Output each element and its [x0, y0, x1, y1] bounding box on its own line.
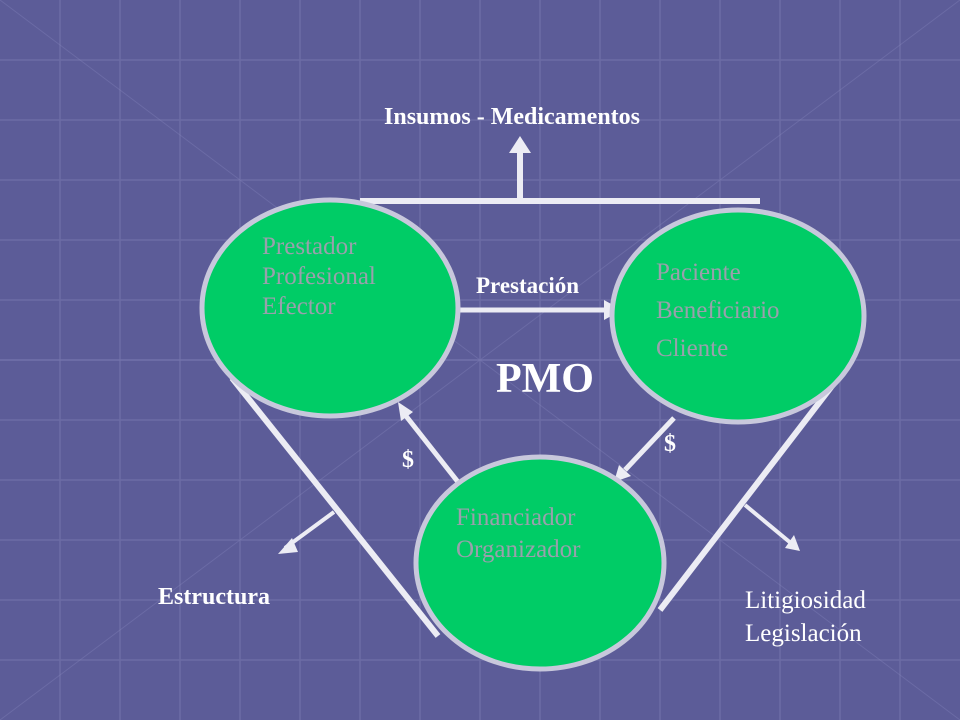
arrow-money-right [623, 416, 676, 472]
label-prestacion: Prestación [476, 273, 580, 298]
label-money-right: $ [664, 431, 676, 457]
text-prestador-line2: Profesional [262, 263, 376, 290]
left-outer-line [229, 376, 441, 638]
arrow-estructura-head [278, 538, 298, 554]
node-financiador [413, 454, 667, 672]
text-paciente-line1: Paciente [656, 259, 741, 286]
text-financiador-line2: Organizador [456, 536, 581, 563]
node-prestador [199, 197, 461, 419]
arrow-money-left [404, 414, 460, 484]
text-prestador: Prestador Profesional Efector [262, 232, 376, 322]
text-financiador: Financiador Organizador [456, 502, 581, 566]
label-money-left: $ [402, 447, 414, 473]
text-paciente: Paciente Beneficiario Cliente [656, 254, 780, 368]
label-legislacion: Legislación [745, 620, 862, 647]
label-litigiosidad: Litigiosidad [745, 587, 866, 614]
arrow-litigiosidad [743, 503, 794, 546]
label-litigiosidad-legislacion: Litigiosidad Legislación [745, 584, 866, 650]
label-estructura: Estructura [158, 584, 270, 610]
label-insumos: Insumos - Medicamentos [384, 104, 640, 130]
text-prestador-line3: Efector [262, 293, 336, 320]
up-arrow-head [509, 136, 531, 153]
node-paciente [609, 207, 867, 425]
text-prestador-line1: Prestador [262, 233, 357, 260]
arrow-money-left-head [398, 402, 413, 421]
arrow-litigiosidad-head [785, 535, 800, 551]
right-outer-line [657, 380, 838, 612]
label-pmo: PMO [496, 356, 594, 402]
text-financiador-line1: Financiador [456, 504, 576, 531]
text-paciente-line3: Cliente [656, 335, 729, 362]
text-paciente-line2: Beneficiario [656, 297, 780, 324]
